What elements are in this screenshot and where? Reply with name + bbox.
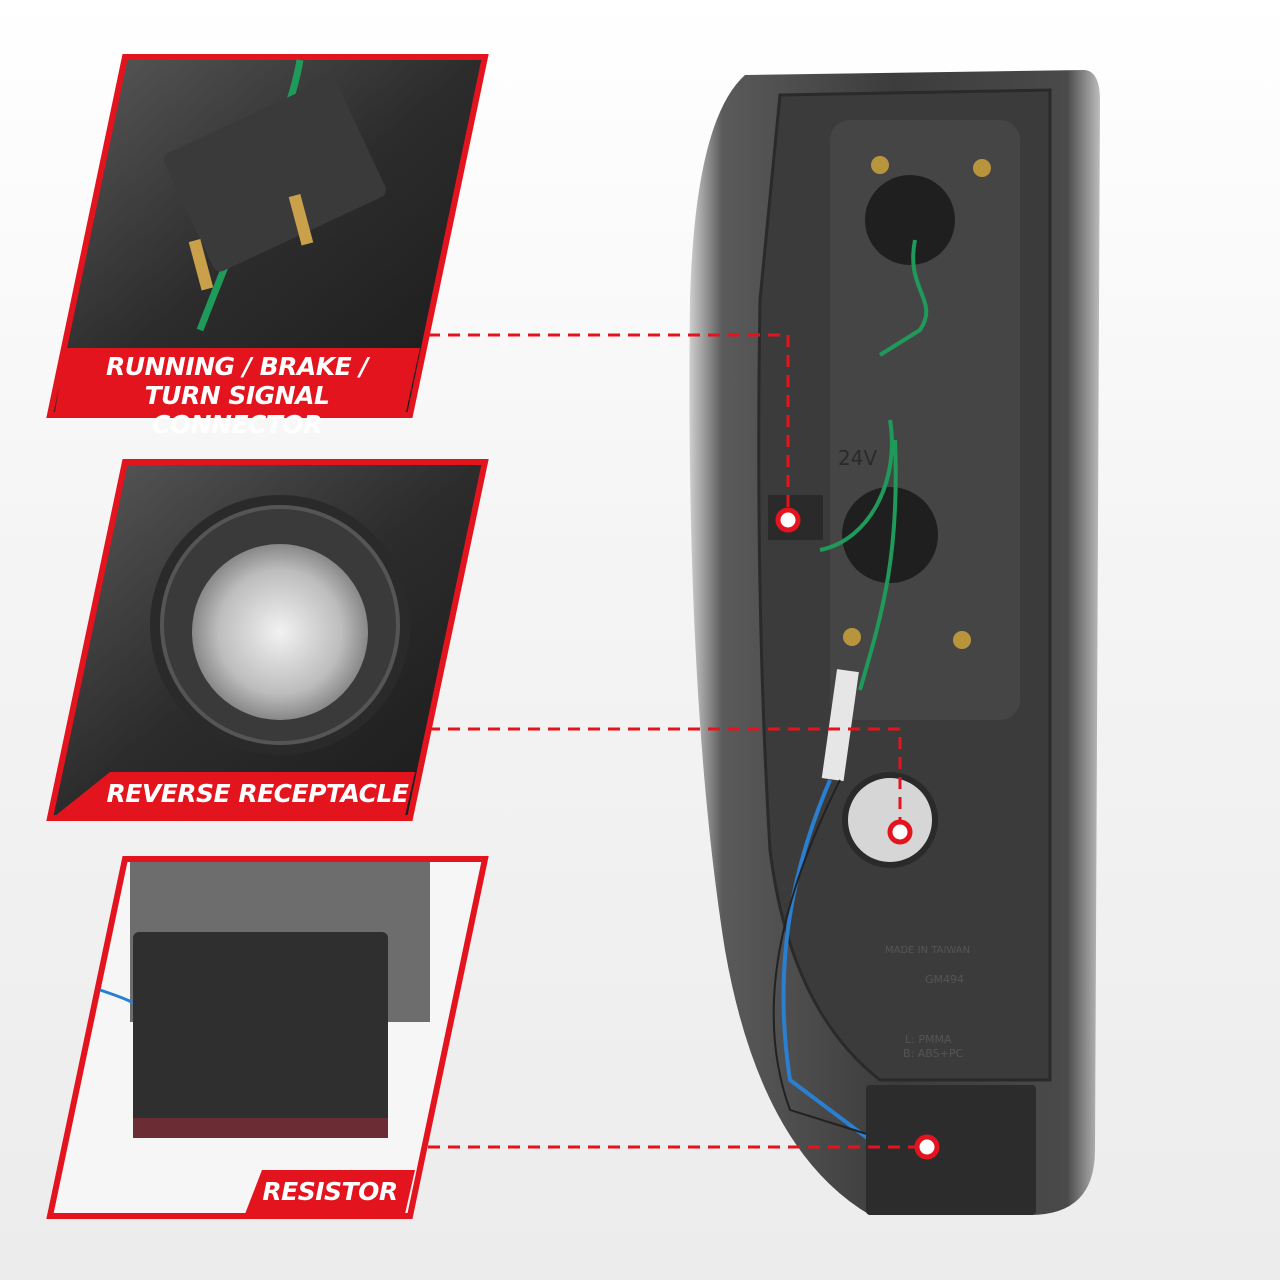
callout-label-connector: RUNNING / BRAKE / TURN SIGNAL CONNECTOR bbox=[62, 352, 412, 439]
marking-part: GM494 bbox=[925, 973, 965, 986]
label-bar bbox=[55, 348, 420, 412]
callout-label-receptacle: REVERSE RECEPTACLE bbox=[106, 779, 409, 808]
label-bar bbox=[245, 1170, 415, 1214]
connector-photo bbox=[164, 59, 386, 332]
resistor-photo bbox=[99, 862, 430, 1138]
tail-light-housing bbox=[689, 70, 1100, 1215]
dot-receptacle bbox=[887, 819, 913, 845]
label-line-1: RUNNING / BRAKE / bbox=[105, 352, 369, 381]
leader-lines bbox=[428, 333, 917, 1149]
callout-panel-resistor bbox=[46, 856, 489, 1219]
callout-label-resistor: RESISTOR bbox=[262, 1177, 398, 1206]
leader-line-receptacle bbox=[428, 727, 902, 822]
marking-body: B: ABS+PC bbox=[903, 1047, 964, 1060]
label-line-2: TURN SIGNAL CONNECTOR bbox=[144, 381, 330, 439]
leader-line-connector bbox=[428, 333, 790, 510]
callout-panel-connector bbox=[46, 54, 489, 418]
dot-connector bbox=[775, 507, 801, 533]
marking-lens: L: PMMA bbox=[905, 1033, 952, 1046]
marking-origin: MADE IN TAIWAN bbox=[885, 945, 971, 956]
marking-voltage: 24V bbox=[838, 446, 878, 470]
socket-photo bbox=[150, 495, 410, 755]
callout-dots bbox=[775, 507, 940, 1160]
callout-panel-receptacle bbox=[46, 459, 489, 821]
label-bar bbox=[55, 772, 415, 816]
dot-resistor bbox=[914, 1134, 940, 1160]
